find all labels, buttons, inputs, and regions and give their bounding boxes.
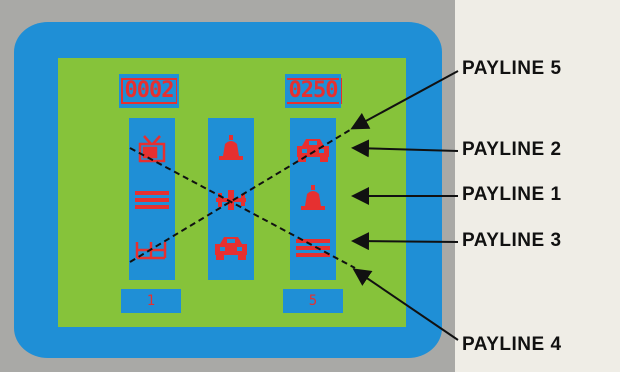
- left-readout-digits: 0002: [120, 78, 178, 104]
- car-icon: [290, 132, 336, 166]
- payline-2-label: PAYLINE 2: [462, 139, 562, 160]
- reel-2: [208, 118, 254, 280]
- payline-3-label: PAYLINE 3: [462, 230, 562, 251]
- right-counter: 5: [283, 289, 343, 313]
- bars-icon: [290, 230, 336, 264]
- bars-icon: [129, 182, 175, 216]
- payline-1-label: PAYLINE 1: [462, 184, 562, 205]
- reel-1: [129, 118, 175, 280]
- left-counter: 1: [121, 289, 181, 313]
- right-readout-digits: 0250: [284, 78, 342, 104]
- bell-icon: [290, 182, 336, 216]
- tv-icon: [129, 132, 175, 166]
- left-score-readout: 0002: [119, 74, 179, 108]
- reel-3: [290, 118, 336, 280]
- fence-icon: [129, 230, 175, 264]
- plane-icon: [208, 182, 254, 216]
- car-icon: [208, 230, 254, 264]
- payline-4-label: PAYLINE 4: [462, 334, 562, 355]
- right-counter-value: 5: [308, 293, 318, 309]
- right-score-readout: 0250: [284, 74, 342, 108]
- payline-5-label: PAYLINE 5: [462, 58, 562, 79]
- left-counter-value: 1: [146, 293, 156, 309]
- bell-icon: [208, 132, 254, 166]
